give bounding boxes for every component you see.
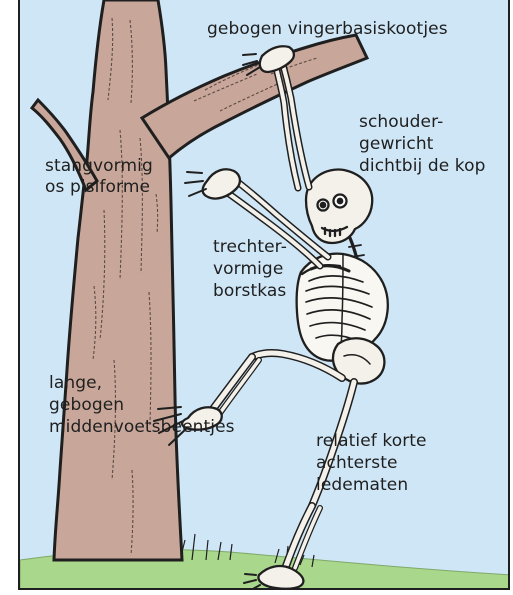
label-middenvoetsbeentjes: lange, gebogen middenvoetsbeentjes	[49, 372, 235, 438]
label-gebogen-vingerbasiskootjes: gebogen vingerbasiskootjes	[207, 19, 448, 40]
label-borstkas: trechter- vormige borstkas	[213, 236, 287, 302]
diagram-panel: gebogen vingerbasiskootjes schouder- gew…	[18, 0, 510, 590]
label-achterste-ledematen: relatief korte achterste ledematen	[316, 430, 427, 496]
label-schoudergewricht: schouder- gewricht dichtbij de kop	[359, 111, 486, 177]
label-os-pisiforme: stangvormig os pisiforme	[45, 156, 153, 198]
